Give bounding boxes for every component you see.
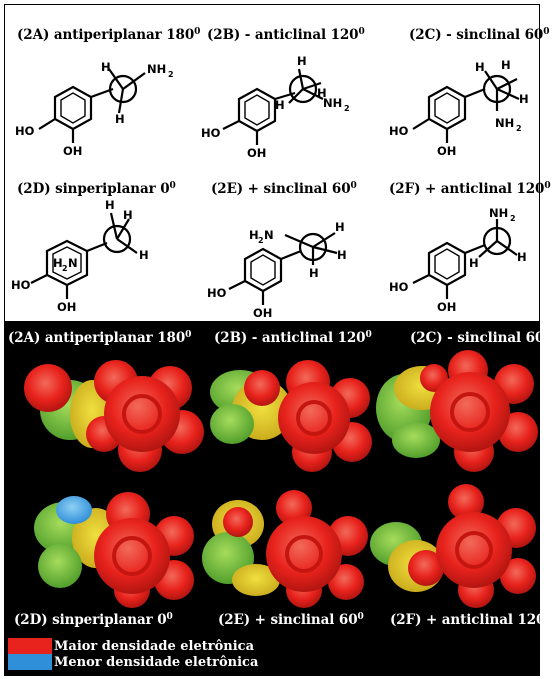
svg-text:OH: OH — [63, 144, 82, 158]
svg-text:2: 2 — [516, 124, 522, 133]
legend-swatch-low — [8, 654, 52, 670]
legend-label-low: Menor densidade eletrônica — [54, 654, 259, 670]
caption-2f: (2F) + anticlinal 1200 — [389, 181, 551, 197]
svg-text:HO: HO — [389, 124, 409, 138]
svg-text:H: H — [249, 228, 259, 242]
svg-text:N: N — [264, 228, 274, 242]
svg-text:H: H — [53, 256, 63, 270]
svg-text:N: N — [68, 256, 78, 270]
svg-text:2: 2 — [62, 264, 68, 273]
svg-text:NH: NH — [489, 206, 508, 220]
caption-surface-2f: (2F) + anticlinal 1200 — [390, 612, 552, 628]
svg-text:2: 2 — [168, 70, 174, 79]
svg-text:H: H — [469, 256, 479, 270]
structures-panel: (2A) antiperiplanar 1800 (2B) - anticlin… — [4, 4, 551, 322]
svg-text:OH: OH — [247, 146, 266, 160]
legend: Maior densidade eletrônica Menor densida… — [8, 638, 258, 670]
svg-text:H: H — [475, 60, 485, 74]
svg-text:H: H — [337, 248, 347, 262]
caption-2e: (2E) + sinclinal 600 — [211, 181, 357, 197]
svg-text:H: H — [139, 248, 149, 262]
svg-text:HO: HO — [201, 126, 221, 140]
svg-text:H: H — [115, 112, 125, 126]
caption-surface-2c: (2C) - sinclinal 600 — [410, 330, 551, 346]
legend-item-high: Maior densidade eletrônica — [8, 638, 258, 654]
surface-2c — [376, 350, 538, 472]
svg-text:HO: HO — [207, 286, 227, 300]
surface-2e — [202, 490, 368, 608]
svg-text:H: H — [123, 208, 133, 222]
svg-text:OH: OH — [437, 144, 456, 158]
svg-text:HO: HO — [15, 124, 35, 138]
caption-2d: (2D) sinperiplanar 00 — [17, 181, 176, 197]
caption-surface-2a: (2A) antiperiplanar 1800 — [8, 330, 192, 346]
svg-text:2: 2 — [510, 214, 516, 223]
caption-2c: (2C) - sinclinal 600 — [409, 27, 550, 43]
svg-text:2: 2 — [344, 104, 350, 113]
legend-swatch-high — [8, 638, 52, 654]
svg-text:H: H — [335, 220, 345, 234]
legend-label-high: Maior densidade eletrônica — [54, 638, 255, 654]
svg-text:2: 2 — [258, 236, 264, 245]
svg-text:H: H — [275, 98, 285, 112]
svg-text:H: H — [519, 92, 529, 106]
svg-text:HO: HO — [11, 278, 31, 292]
svg-text:H: H — [297, 54, 307, 68]
svg-text:OH: OH — [253, 306, 272, 320]
svg-text:H: H — [501, 58, 511, 72]
svg-text:HO: HO — [389, 280, 409, 294]
surface-2f — [370, 484, 536, 608]
svg-text:NH: NH — [495, 116, 514, 130]
surface-2a — [24, 360, 204, 472]
caption-2b: (2B) - anticlinal 1200 — [207, 27, 365, 43]
svg-text:H: H — [101, 60, 111, 74]
svg-text:H: H — [517, 250, 527, 264]
caption-surface-2b: (2B) - anticlinal 1200 — [214, 330, 372, 346]
legend-item-low: Menor densidade eletrônica — [8, 654, 258, 670]
caption-surface-2e: (2E) + sinclinal 600 — [218, 612, 364, 628]
caption-surface-2d: (2D) sinperiplanar 00 — [14, 612, 173, 628]
svg-text:H: H — [317, 86, 327, 100]
svg-text:NH: NH — [323, 96, 342, 110]
svg-text:OH: OH — [57, 300, 76, 314]
svg-text:OH: OH — [437, 300, 456, 314]
surface-2b — [210, 360, 372, 472]
svg-text:H: H — [105, 198, 115, 212]
svg-text:H: H — [309, 266, 319, 280]
surface-2d — [34, 492, 194, 608]
caption-2a: (2A) antiperiplanar 1800 — [17, 27, 201, 43]
svg-text:NH: NH — [147, 62, 166, 76]
